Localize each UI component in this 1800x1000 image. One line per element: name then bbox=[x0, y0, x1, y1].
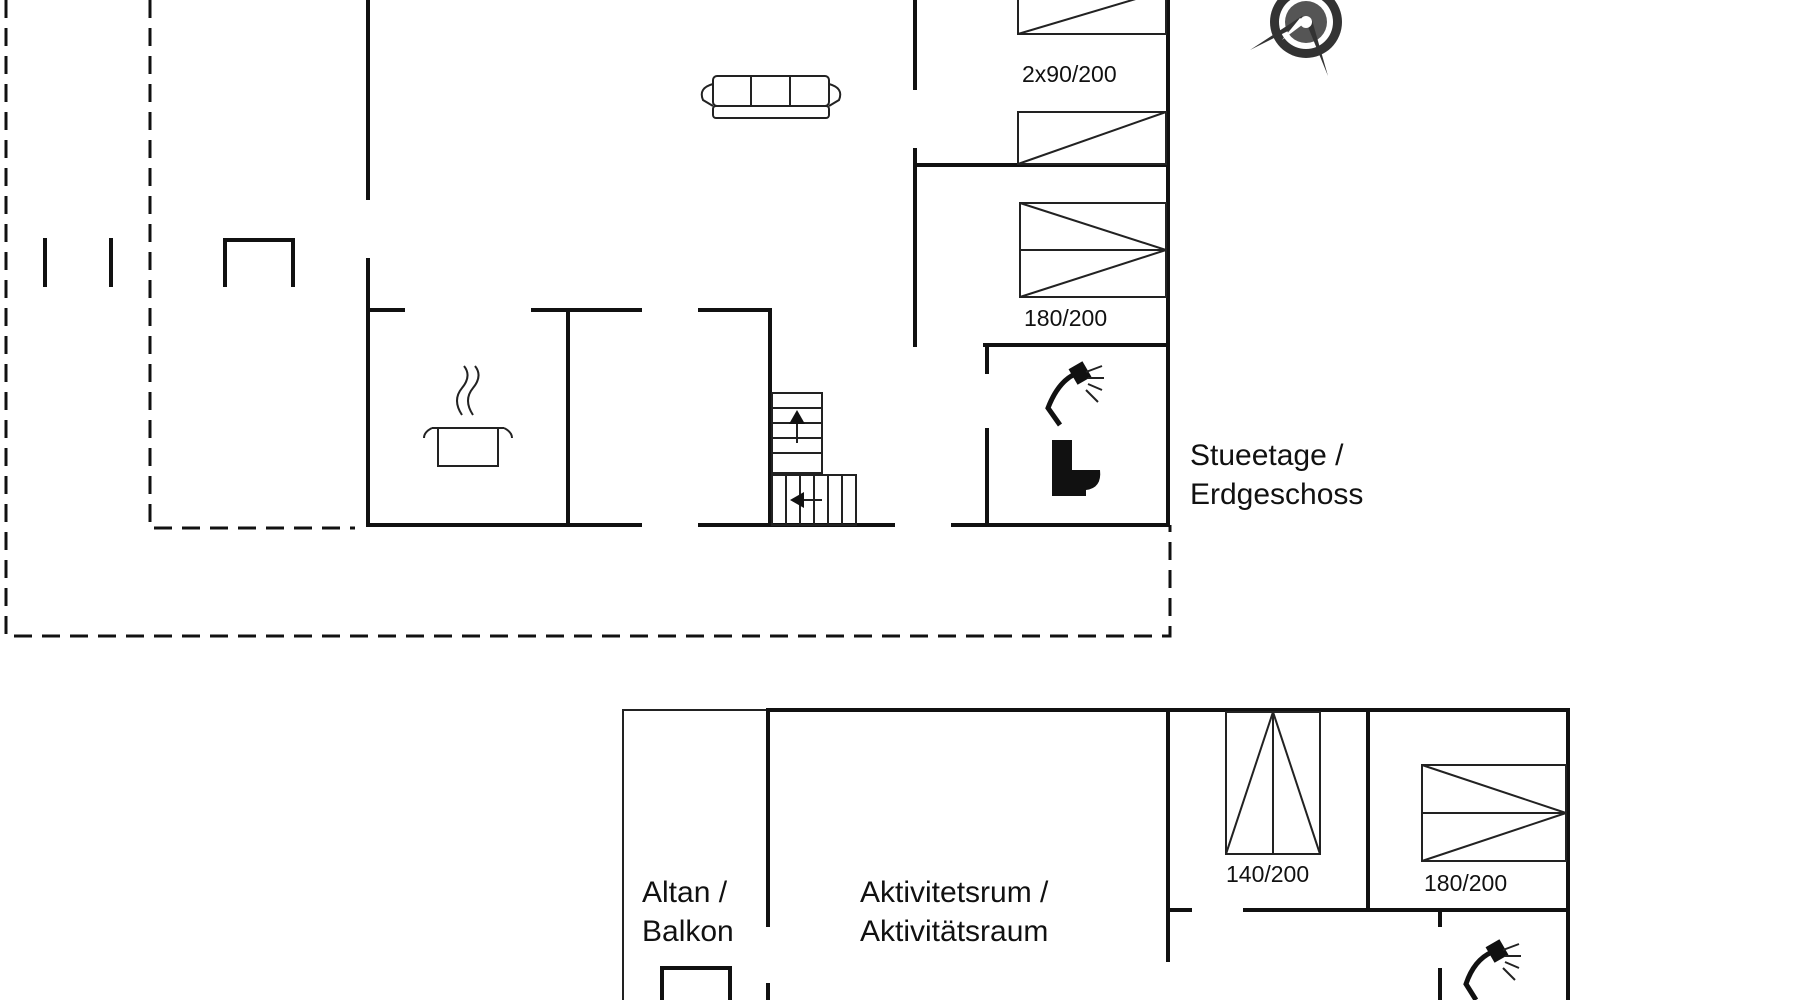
activity-room-label-line2: Aktivitätsraum bbox=[860, 915, 1048, 948]
terrace-posts bbox=[43, 238, 295, 287]
bed-label-2x90: 2x90/200 bbox=[1022, 61, 1117, 87]
bed-label-180-upper: 180/200 bbox=[1424, 870, 1507, 896]
ground-floor-label-line1: Stueetage / bbox=[1190, 439, 1344, 472]
ground-floor-plan: 2x90/200 180/200 bbox=[4, 0, 1363, 638]
cooking-pot-icon bbox=[423, 365, 513, 467]
stairs-icon bbox=[771, 392, 857, 526]
toilet-icon bbox=[1052, 440, 1101, 496]
upper-floor-plan: 140/200 180/200 Altan / Balkon Aktivitet… bbox=[622, 708, 1570, 1000]
terrace-outline bbox=[4, 0, 1172, 638]
activity-room-label-line1: Aktivitetsrum / bbox=[860, 876, 1049, 909]
compass-rose-icon bbox=[1250, 0, 1342, 76]
bed-label-180-ground: 180/200 bbox=[1024, 305, 1107, 331]
bed-2x90 bbox=[1017, 0, 1167, 165]
bed-180-upper bbox=[1421, 764, 1567, 862]
bed-140 bbox=[1225, 711, 1321, 855]
balcony-label-line2: Balkon bbox=[642, 915, 734, 948]
balcony-fixture bbox=[660, 966, 732, 1000]
shower-icon bbox=[1463, 939, 1521, 1000]
bed-label-140: 140/200 bbox=[1226, 861, 1309, 887]
terrace-inner-outline bbox=[148, 0, 355, 530]
balcony-label-line1: Altan / bbox=[642, 876, 728, 909]
bed-180-ground bbox=[1019, 202, 1167, 298]
shower-icon bbox=[1045, 361, 1104, 427]
ground-floor-label-line2: Erdgeschoss bbox=[1190, 478, 1363, 511]
sofa-icon bbox=[700, 75, 842, 119]
